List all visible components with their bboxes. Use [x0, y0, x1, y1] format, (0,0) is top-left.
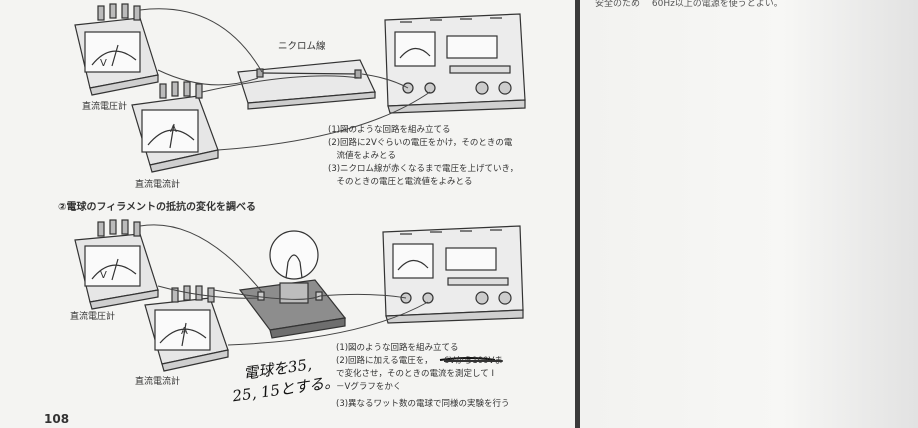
nichrome-board-icon: [237, 59, 376, 110]
ammeter-1-icon: [131, 81, 219, 173]
exp1-step-1: (1)図のような回路を組み立てる: [328, 125, 451, 135]
dc-ammeter-label-2: 直流電流計: [135, 377, 181, 387]
handwritten-scribble: [439, 357, 496, 361]
page-number: 108: [44, 412, 70, 426]
nichrome-wire-label: ニクロム線: [278, 41, 326, 52]
ammeter-2-icon: [144, 285, 229, 372]
exp1-step-2: (2)回路に2Vぐらいの電圧をかけ，そのときの電: [328, 138, 513, 148]
exp1-step-3-cont: そのときの電圧と電流値をよみとる: [328, 177, 473, 187]
exp2-step-3: (3)異なるワット数の電球で同様の実験を行う: [336, 399, 510, 409]
exp2-step-2-struck: 6Vから100Vま: [444, 356, 503, 366]
voltmeter-1-symbol: V: [100, 58, 107, 69]
right-page-top-text: 安全のため 60Hz以上の電源を使うとよい。: [595, 0, 783, 9]
exp2-step-2-graph: －Vグラフをかく: [336, 382, 402, 392]
exp2-step-1: (1)図のような回路を組み立てる: [336, 343, 459, 353]
power-supply-1-icon: [384, 13, 526, 114]
exp1-step-2-cont: 流値をよみとる: [328, 151, 397, 161]
wires-1: [139, 8, 431, 151]
wires-2: [139, 224, 429, 346]
light-bulb-icon: [238, 230, 347, 339]
dc-voltmeter-label-2: 直流電圧計: [70, 312, 116, 322]
dc-ammeter-label-1: 直流電流計: [135, 180, 181, 190]
voltmeter-2-icon: [74, 219, 159, 310]
exp2-step-2-cont: で変化させ，そのときの電流を測定して I: [336, 369, 494, 379]
exp2-step-2: (2)回路に加える電圧を，: [336, 356, 433, 366]
power-supply-2-icon: [382, 225, 524, 324]
page-gutter: [575, 0, 580, 428]
voltmeter-2-symbol: V: [100, 270, 107, 281]
dc-voltmeter-label-1: 直流電圧計: [82, 102, 128, 112]
exp1-step-3: (3)ニクロム線が赤くなるまで電圧を上げていき，: [328, 164, 519, 174]
ammeter-1-symbol: A: [170, 124, 177, 135]
experiment2-heading: ②電球のフィラメントの抵抗の変化を調べる: [58, 202, 256, 213]
ammeter-2-symbol: A: [181, 326, 188, 337]
right-page: [580, 0, 918, 428]
voltmeter-1-icon: [74, 3, 159, 96]
